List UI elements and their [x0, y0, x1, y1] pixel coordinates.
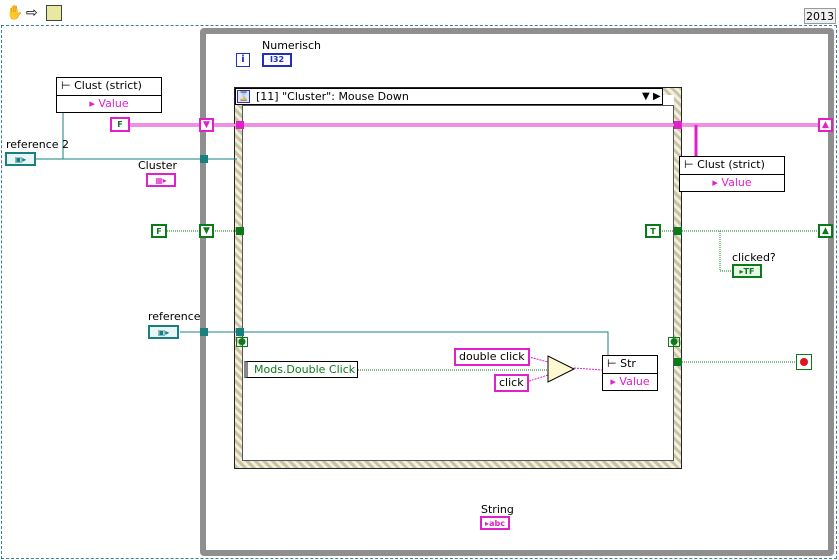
unbundle-value: ▸ Value	[89, 97, 129, 110]
version-label: 2013	[806, 10, 834, 23]
unbundle-title: Clust (strict)	[74, 79, 142, 92]
unbundle-right-value-label: Value	[721, 176, 752, 189]
event-data-node[interactable]: Mods.Double Click	[244, 361, 358, 378]
tunnel	[200, 328, 208, 336]
event-structure-frame[interactable]	[234, 87, 682, 469]
false-const-top[interactable]: F	[110, 117, 130, 132]
reference2-terminal[interactable]: ▣▸	[5, 152, 36, 166]
str-title: Str	[620, 357, 636, 370]
tunnel	[236, 121, 244, 129]
iteration-label: i	[241, 54, 245, 65]
clicked-indicator[interactable]: ▸TF	[732, 264, 762, 278]
true-const-label: T	[650, 227, 656, 236]
version-tab: 2013	[804, 8, 836, 24]
cluster-label: Cluster	[138, 159, 178, 172]
arrow-right-icon[interactable]: ⇨	[26, 5, 38, 21]
pink-click-wire	[525, 374, 549, 383]
run-icon[interactable]	[46, 5, 62, 21]
unbundle-header: ⊢ Clust (strict)	[57, 78, 161, 96]
unbundle-right-title: Clust (strict)	[697, 158, 765, 171]
mods-label: Mods.Double Click	[254, 363, 356, 376]
numeric-indicator[interactable]: I32	[262, 53, 292, 67]
event-selector[interactable]: ⌛ [11] "Cluster": Mouse Down ▼	[235, 88, 663, 105]
true-const[interactable]: T	[645, 224, 661, 238]
shift-register-right-green[interactable]: ▲	[818, 224, 833, 238]
str-value-label: Value	[619, 375, 650, 388]
hand-icon[interactable]: ✋	[6, 5, 24, 21]
str-header: ⊢ Str	[603, 356, 657, 374]
shift-register-right-pink[interactable]: ▲	[818, 118, 833, 132]
timeout-icon: ⌛	[237, 90, 250, 103]
shift-register-left-pink[interactable]: ▼	[199, 118, 214, 132]
cluster-terminal[interactable]: ▦▸	[146, 173, 176, 187]
click-label: click	[499, 376, 524, 389]
unbundle-node-top[interactable]: ⊢ Clust (strict) ▸ Value	[56, 77, 162, 113]
numeric-type: I32	[269, 55, 285, 64]
str-bundle-node[interactable]: ⊢ Str ▸ Value	[602, 355, 658, 391]
double-click-label: double click	[459, 350, 525, 363]
toolbar: ✋ ⇨ 2013	[0, 0, 839, 26]
string-label: String	[481, 503, 514, 516]
tunnel	[236, 227, 244, 235]
while-loop-frame[interactable]	[200, 28, 834, 556]
false-const-left-label: F	[156, 227, 162, 236]
tunnel	[674, 227, 682, 235]
reference2-label: reference 2	[6, 138, 70, 151]
double-click-const[interactable]: double click	[454, 348, 530, 366]
event-selector-label: [11] "Cluster": Mouse Down	[256, 90, 409, 103]
tunnel	[200, 155, 208, 163]
tunnel	[236, 328, 244, 336]
pink-select-out	[573, 367, 603, 371]
clicked-label: clicked?	[732, 251, 776, 264]
teal-ref-wire	[180, 331, 609, 357]
tunnel	[674, 358, 682, 366]
string-indicator[interactable]: ▸abc	[480, 516, 510, 530]
clicked-type: TF	[743, 267, 755, 276]
str-value: ▸ Value	[610, 375, 650, 388]
reference-label: reference	[148, 310, 201, 323]
tunnel	[674, 121, 682, 129]
reference-terminal[interactable]: ▣▸	[148, 325, 179, 339]
false-const-left[interactable]: F	[151, 224, 167, 238]
event-data-icon-right: ●	[668, 337, 680, 347]
event-structure-inner	[242, 105, 674, 461]
false-const-top-label: F	[117, 120, 123, 129]
unbundle-right-header: ⊢ Clust (strict)	[680, 157, 784, 175]
chevron-down-icon[interactable]: ▼	[642, 91, 650, 102]
green-clicked-wire	[719, 231, 732, 272]
unbundle-node-right[interactable]: ⊢ Clust (strict) ▸ Value	[679, 156, 785, 192]
diagram-boundary	[1, 25, 837, 559]
iteration-terminal: i	[236, 53, 250, 67]
shift-register-left-green[interactable]: ▼	[199, 224, 214, 238]
unbundle-value-label: Value	[98, 97, 129, 110]
stop-terminal[interactable]	[796, 354, 812, 370]
click-const[interactable]: click	[494, 374, 529, 392]
select-node	[547, 355, 576, 383]
unbundle-right-value: ▸ Value	[712, 176, 752, 189]
stop-icon	[800, 358, 808, 366]
string-type: abc	[489, 519, 505, 528]
event-next-button[interactable]: ▶	[653, 91, 661, 102]
numeric-label: Numerisch	[262, 39, 322, 52]
event-data-icon: ●	[236, 337, 248, 347]
